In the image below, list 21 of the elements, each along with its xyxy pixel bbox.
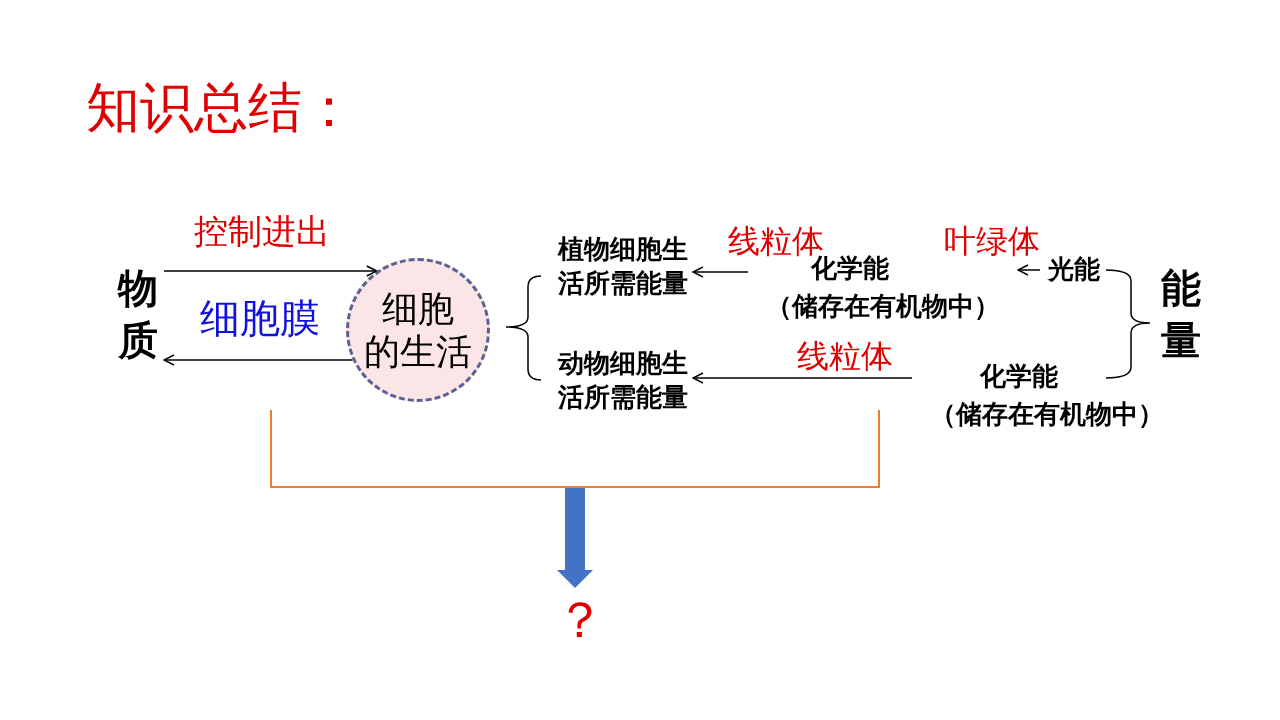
circle-label: 细胞的生活 bbox=[364, 286, 472, 374]
arrow bbox=[163, 354, 354, 366]
title: 知识总结： bbox=[86, 76, 356, 141]
arrow bbox=[692, 266, 749, 278]
node-text: 光能 bbox=[1040, 253, 1108, 289]
node-text: 物质 bbox=[112, 262, 164, 372]
node-text: 化学能 bbox=[978, 360, 1059, 393]
arrow bbox=[163, 265, 378, 277]
edge-label: 线粒体 bbox=[797, 339, 893, 375]
membrane-label: 细胞膜 bbox=[200, 296, 320, 340]
arrow bbox=[1017, 264, 1041, 276]
node-text: （储存在有机物中） bbox=[765, 290, 1001, 323]
edge-label: 叶绿体 bbox=[944, 224, 1040, 260]
node-text: ？ bbox=[555, 588, 595, 660]
node-text: 能量 bbox=[1155, 262, 1207, 372]
node-text: （储存在有机物中） bbox=[929, 398, 1165, 431]
arrow bbox=[692, 372, 913, 384]
edge-label: 控制进出 bbox=[194, 213, 330, 251]
arrow bbox=[557, 488, 593, 588]
node-text: 动物细胞生活所需能量 bbox=[553, 347, 693, 423]
node-text: 植物细胞生活所需能量 bbox=[553, 233, 693, 309]
